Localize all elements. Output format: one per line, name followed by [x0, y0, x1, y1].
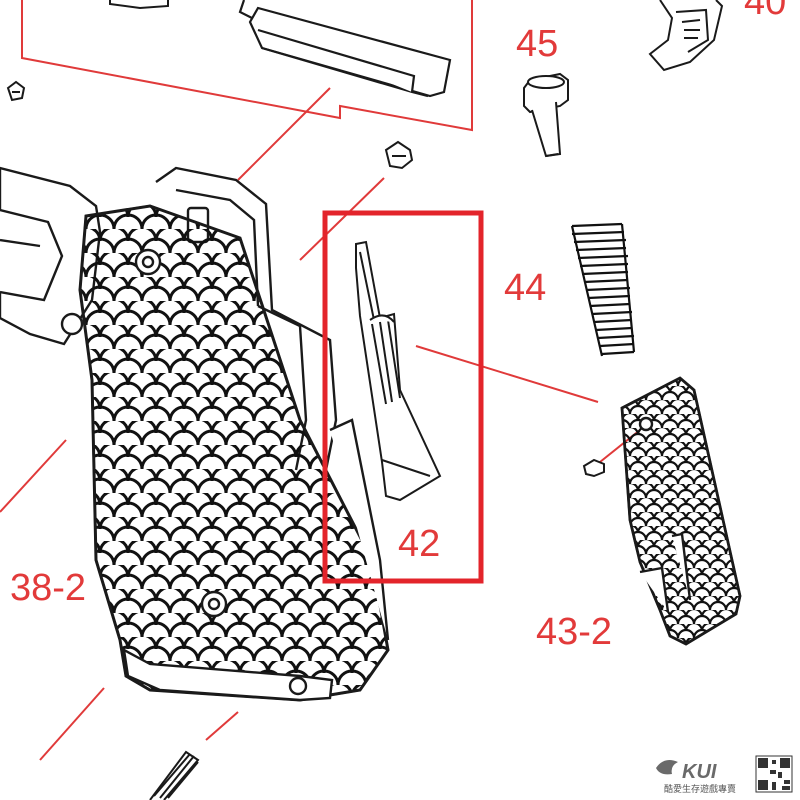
watermark-tagline: 酷愛生存遊戲專賣	[664, 783, 736, 795]
watermark: KUI 酷愛生存遊戲專賣	[656, 755, 793, 795]
small-screw-43-2	[582, 458, 605, 478]
part-44-spring	[570, 222, 636, 362]
part-40-fragment	[648, 0, 724, 72]
part-plate-top	[238, 0, 452, 98]
small-screw-1	[6, 80, 26, 102]
label-part-40: 40	[744, 0, 786, 23]
highlight-box-part-42	[322, 210, 484, 584]
top-left-part-fragment	[109, 0, 169, 10]
leader-line-38-2	[0, 439, 67, 513]
leader-line-plate	[237, 87, 331, 181]
label-part-42: 42	[398, 523, 440, 565]
part-38-2-grip-frame	[0, 166, 390, 702]
small-screw-2	[384, 140, 414, 170]
pin-part-bottom	[149, 750, 200, 800]
part-45-screw	[523, 72, 569, 158]
leader-line-pin	[205, 711, 239, 741]
watermark-logo-text: KUI	[682, 761, 717, 783]
qr-code-icon	[755, 755, 793, 793]
label-part-45: 45	[516, 23, 558, 65]
watermark-logo-mark	[656, 760, 678, 775]
part-42-leaf-spring	[355, 240, 442, 502]
leader-line-screw	[299, 177, 385, 261]
leader-line-42	[415, 345, 599, 403]
label-part-38-2: 38-2	[10, 567, 86, 609]
label-part-44: 44	[504, 267, 546, 309]
leader-line-bottom	[39, 687, 105, 761]
assembly-bracket	[21, 0, 473, 132]
label-part-43-2: 43-2	[536, 611, 612, 653]
part-43-2-grip-panel	[620, 376, 742, 646]
